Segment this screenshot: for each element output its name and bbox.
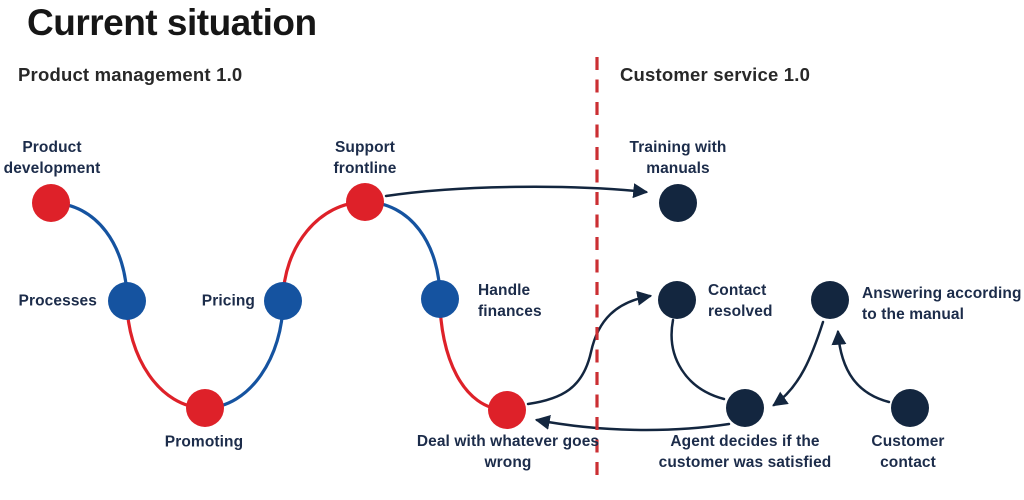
node-contact-resolved xyxy=(658,281,696,319)
page-title: Current situation xyxy=(27,2,317,43)
node-support-frontline xyxy=(346,183,384,221)
node-label-product-development: Product development xyxy=(3,139,101,177)
node-label-promoting: Promoting xyxy=(164,433,244,451)
edge-contact-resolved-to-agent-decides-if-satisfied xyxy=(670,318,726,401)
section-header-customer-service: Customer service 1.0 xyxy=(620,64,811,85)
edge-support-frontline-to-training-with-manuals xyxy=(384,183,649,199)
node-pricing xyxy=(264,282,302,320)
node-label-contact-resolved: Contact resolved xyxy=(708,282,773,320)
node-label-processes: Processes xyxy=(18,292,97,310)
node-label-answering-according-to-the-manual: Answering according to the manual xyxy=(862,285,1022,323)
node-agent-decides-if-satisfied xyxy=(726,389,764,427)
node-training-with-manuals xyxy=(659,184,697,222)
node-label-handle-finances: Handle finances xyxy=(478,282,542,320)
node-promoting xyxy=(186,389,224,427)
node-label-training-with-manuals: Training with manuals xyxy=(629,139,727,177)
node-deal-with-whatever-goes-wrong xyxy=(488,391,526,429)
node-label-customer-contact: Customer contact xyxy=(871,433,945,471)
node-customer-contact xyxy=(891,389,929,427)
node-answering-according-to-the-manual xyxy=(811,281,849,319)
node-handle-finances xyxy=(421,280,459,318)
node-label-pricing: Pricing xyxy=(201,292,255,310)
section-header-product-management: Product management 1.0 xyxy=(18,64,243,85)
edge-customer-contact-to-answering-according-to-the-manual xyxy=(831,329,891,404)
node-processes xyxy=(108,282,146,320)
node-product-development xyxy=(32,184,70,222)
edge-answering-according-to-the-manual-to-agent-decides-if-satisfied xyxy=(772,320,825,407)
node-label-agent-decides-if-satisfied: Agent decides if the customer was satisf… xyxy=(658,433,832,471)
edge-promoting-to-pricing xyxy=(203,299,285,410)
node-label-deal-with-whatever-goes-wrong: Deal with whatever goes wrong xyxy=(416,433,600,471)
node-label-support-frontline: Support frontline xyxy=(333,139,397,177)
edge-agent-decides-if-satisfied-to-deal-with-whatever-goes-wrong xyxy=(534,415,731,432)
edge-deal-with-whatever-goes-wrong-to-contact-resolved xyxy=(526,290,653,406)
